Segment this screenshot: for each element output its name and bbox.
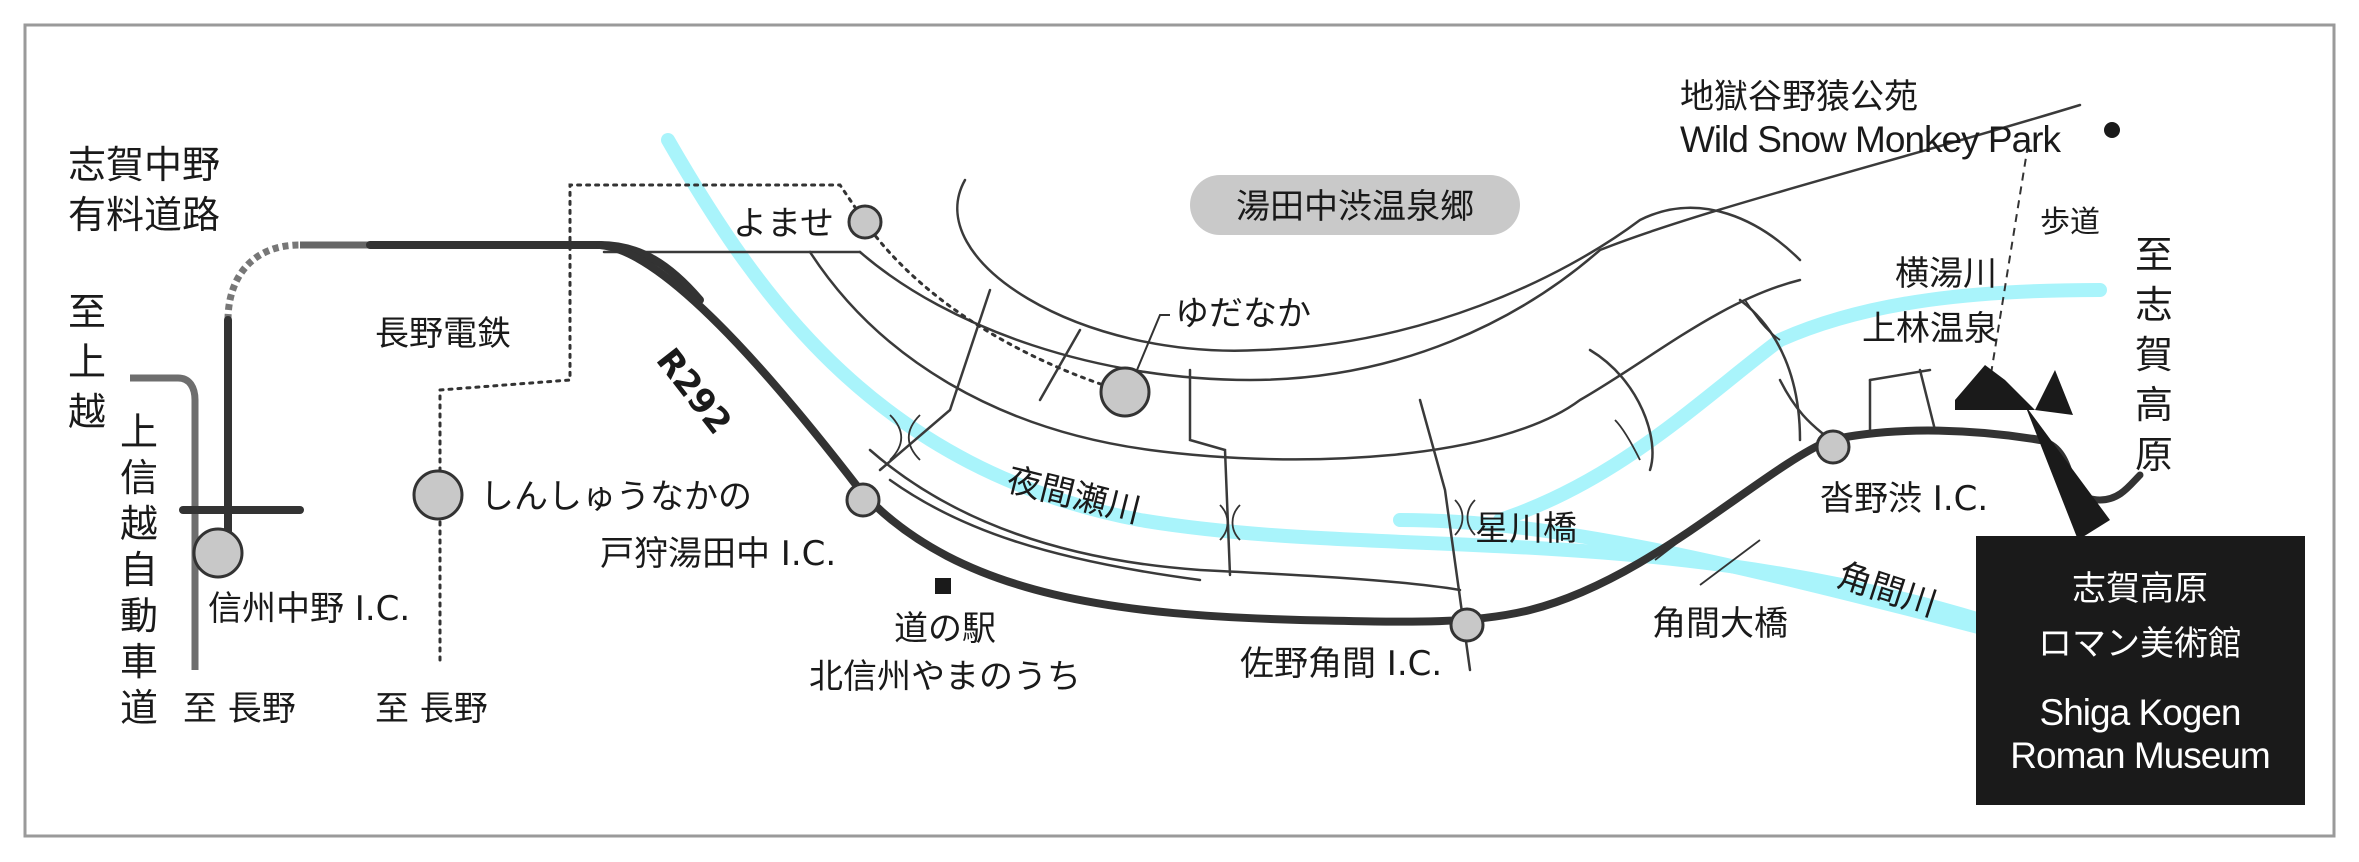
footpath-line (1989, 144, 2029, 381)
kutsunoshibu-ic-label: 沓野渋 I.C. (1820, 479, 1988, 519)
michi-no-eki-label-2: 北信州やまのうち (809, 657, 1081, 697)
nagano-dentetsu-line (438, 183, 867, 662)
to-shiga-kogen-1: 至 (2135, 233, 2173, 277)
footpath-label: 歩道 (2040, 205, 2100, 240)
toll-road-label-1: 志賀中野 (68, 143, 220, 187)
expressway-char-3: 越 (120, 502, 158, 546)
toll-road-label-2: 有料道路 (68, 193, 220, 237)
toll-road-dashed (224, 241, 301, 321)
yudanaka-station-marker (1099, 366, 1151, 418)
expressway-char-7: 道 (120, 686, 158, 730)
shinshu-nakano-station-label: しんしゅうなかの (480, 477, 752, 517)
monkey-park-dot (2104, 122, 2120, 138)
museum-pointer (2025, 405, 2110, 540)
museum-jp-line-1: 志賀高原 (2072, 569, 2208, 609)
togari-yudanaka-ic-marker (845, 482, 881, 518)
hoshikawa-bridge-label: 星川橋 (1475, 509, 1577, 549)
michi-no-eki-marker (935, 578, 951, 594)
expressway-char-5: 動 (120, 594, 158, 638)
to-nagano-label-2: 至 長野 (375, 689, 488, 729)
monkey-park-label-en: Wild Snow Monkey Park (1680, 119, 2061, 160)
yomase-station-marker (847, 204, 883, 240)
expressway-char-4: 自 (120, 548, 158, 592)
kakuma-ohashi-label: 角間大橋 (1652, 604, 1788, 644)
nagano-dentetsu-label: 長野電鉄 (375, 314, 511, 354)
kakuma-river-line (1393, 513, 1997, 637)
shinshu-nakano-station-marker (412, 469, 464, 521)
kanbayashi-onsen-label: 上林温泉 (1862, 309, 1998, 349)
shinshu-nakano-ic-marker (192, 527, 244, 579)
yomase-label: よませ (733, 204, 834, 244)
yudanaka-leader (1136, 314, 1170, 371)
museum-en-line-2: Roman Museum (2010, 735, 2269, 776)
expressway-char-1: 上 (120, 410, 158, 454)
expressway-char-2: 信 (120, 456, 158, 500)
monkey-park-label-jp: 地獄谷野猿公苑 (1680, 77, 1918, 117)
onsenkyo-badge (1190, 175, 1520, 235)
expressway-char-6: 車 (120, 640, 158, 684)
bridge-marks (889, 299, 1781, 586)
museum-en-line-1: Shiga Kogen (2040, 692, 2241, 733)
yomase-yudanaka-dotted (863, 220, 1127, 394)
to-shiga-kogen-4: 高 (2135, 383, 2173, 427)
museum-building-icon (1955, 365, 2073, 415)
kutsunoshibu-ic-marker (1815, 429, 1851, 465)
to-joetsu-1: 至 (68, 290, 106, 334)
to-joetsu-2: 上 (68, 340, 106, 384)
to-nagano-label-1: 至 長野 (183, 689, 296, 729)
togari-yudanaka-ic-label: 戸狩湯田中 I.C. (600, 534, 836, 574)
to-shiga-kogen-2: 志 (2135, 283, 2173, 327)
to-shiga-kogen-5: 原 (2135, 433, 2173, 477)
onsenkyo-label: 湯田中渋温泉郷 (1236, 187, 1474, 227)
shinshu-nakano-ic-label: 信州中野 I.C. (208, 589, 410, 629)
to-shiga-kogen-3: 賀 (2135, 333, 2173, 377)
yudanaka-label: ゆだなか (1175, 294, 1311, 334)
local-roads (602, 103, 2082, 672)
joshinetsu-expressway-line (130, 374, 199, 670)
museum-jp-line-2: ロマン美術館 (2038, 624, 2242, 664)
sano-kakuma-ic-marker (1449, 607, 1485, 643)
yokoyu-river-label: 横湯川 (1895, 254, 1997, 294)
sano-kakuma-ic-label: 佐野角間 I.C. (1240, 644, 1442, 684)
michi-no-eki-label-1: 道の駅 (894, 609, 996, 649)
to-joetsu-3: 越 (68, 390, 106, 434)
museum-label-box (1976, 536, 2305, 805)
